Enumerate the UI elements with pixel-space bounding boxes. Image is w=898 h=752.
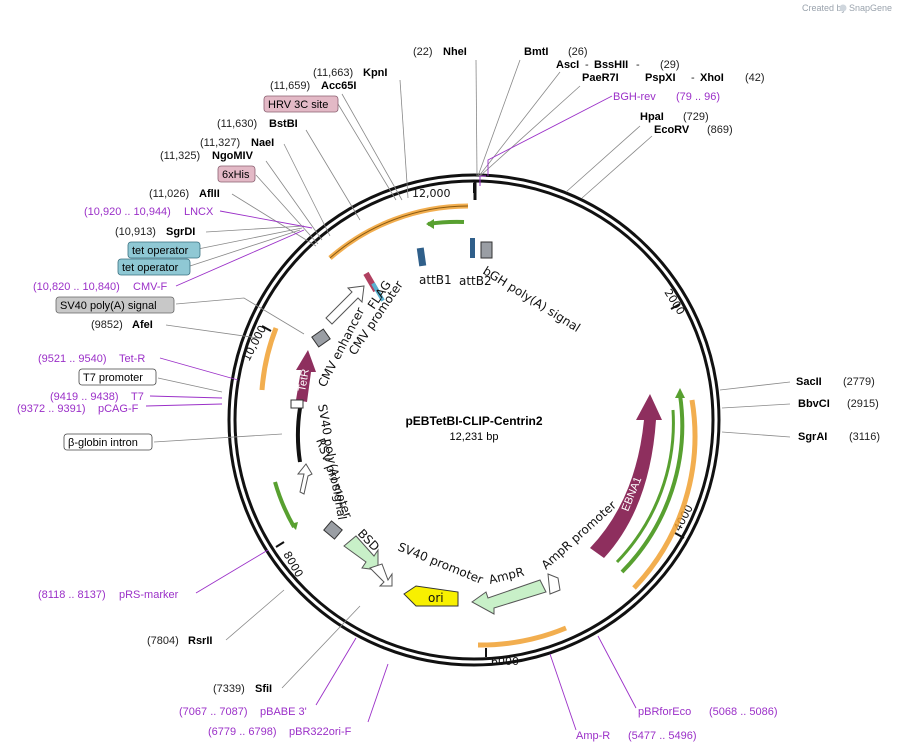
- svg-text:-: -: [585, 59, 589, 71]
- primer-range: (9372 .. 9391): [17, 403, 86, 415]
- site-pos: (11,659): [270, 80, 310, 92]
- attb1-label: attB1: [419, 273, 452, 287]
- site-name: AfeI: [132, 319, 153, 331]
- snapgene-logo-icon: [839, 4, 847, 12]
- t7-promoter-label: T7 promoter: [83, 372, 143, 384]
- site-name: AscI: [556, 59, 579, 71]
- primer-name: CMV-F: [133, 281, 168, 293]
- sv40-promoter-label: SV40 promoter: [396, 540, 485, 587]
- site-name-2: PspXI: [645, 72, 676, 84]
- sv40-polya-box-label: SV40 poly(A) signal: [60, 300, 157, 312]
- primer-name: Tet-R: [119, 353, 145, 365]
- site-pos: (26): [568, 46, 588, 58]
- site-pos: (11,325): [160, 150, 200, 162]
- site-pos: (10,913): [115, 226, 156, 238]
- primer-range: (9521 .. 9540): [38, 353, 107, 365]
- primer-range: (6779 .. 6798): [208, 726, 277, 738]
- site-pos: (9852): [91, 319, 123, 331]
- site-pos: (11,630): [217, 118, 257, 130]
- site-name: KpnI: [363, 67, 387, 79]
- primer-name: pBABE 3': [260, 706, 307, 718]
- site-pos: (3116): [849, 431, 880, 443]
- site-name: SgrDI: [166, 226, 195, 238]
- site-name: PaeR7I: [582, 72, 619, 84]
- attb2-label: attB2: [459, 274, 492, 288]
- site-separators: - - -: [585, 59, 695, 84]
- site-name: EcoRV: [654, 124, 690, 136]
- site-pos: (42): [745, 72, 765, 84]
- primer-name: pBR322ori-F: [289, 726, 352, 738]
- site-name: SfiI: [255, 683, 272, 695]
- backbone-outer: [227, 173, 721, 667]
- primer-name: Amp-R: [576, 730, 610, 742]
- primer-range: (79 .. 96): [676, 91, 720, 103]
- primer-name: BGH-rev: [613, 91, 656, 103]
- bgh-polya-label: bGH poly(A) signal: [480, 264, 582, 335]
- primer-range: (9419 .. 9438): [50, 391, 119, 403]
- site-name: SacII: [796, 376, 822, 388]
- primer-leaders: [145, 95, 637, 731]
- boxed-labels: HRV 3C site 6xHis tet operator tet opera…: [55, 95, 339, 451]
- site-pos: (22): [413, 46, 433, 58]
- site-name: NgoMIV: [212, 150, 254, 162]
- site-name: BstBI: [269, 118, 298, 130]
- svg-text:-: -: [636, 59, 640, 71]
- site-name: HpaI: [640, 111, 664, 123]
- primer-name: pBRforEco: [638, 706, 691, 718]
- brand-prefix: Created by: [802, 3, 847, 13]
- site-pos: (7339): [213, 683, 245, 695]
- site-pos: (2915): [847, 398, 879, 410]
- site-pos: (2779): [843, 376, 875, 388]
- primer-range: (5477 .. 5496): [628, 730, 697, 742]
- site-name-2: BssHII: [594, 59, 628, 71]
- tick-label-12000: 12,000: [412, 187, 451, 200]
- site-name: Acc65I: [321, 80, 356, 92]
- primer-range: (5068 .. 5086): [709, 706, 778, 718]
- ampr-label: AmpR: [487, 565, 525, 587]
- site-pos: (11,026): [149, 188, 189, 200]
- site-pos: (11,327): [200, 137, 240, 149]
- site-pos: (729): [683, 111, 709, 123]
- site-pos: (11,663): [313, 67, 353, 79]
- primer-name: T7: [131, 391, 144, 403]
- site-name: SgrAI: [798, 431, 827, 443]
- primer-name: pRS-marker: [119, 589, 179, 601]
- ori-label: ori: [428, 591, 444, 605]
- tick-label-6000: 6000: [491, 655, 519, 668]
- site-name: BbvCI: [798, 398, 830, 410]
- plasmid-length: 12,231 bp: [450, 431, 499, 443]
- site-leaders: [153, 59, 791, 689]
- 6xhis-label: 6xHis: [222, 169, 250, 181]
- primer-range: (7067 .. 7087): [179, 706, 248, 718]
- site-name: RsrII: [188, 635, 212, 647]
- tet-operator-label-2: tet operator: [122, 262, 179, 274]
- site-name: NaeI: [251, 137, 274, 149]
- site-labels: (22) NheI BmtI (26) AscI BssHII (29) Pae…: [91, 46, 880, 695]
- site-name-3: XhoI: [700, 72, 724, 84]
- tetr-inner-label: TetR: [296, 368, 312, 392]
- beta-globin-intron-label: β-globin intron: [68, 437, 138, 449]
- inner-features: TetR EBNA1: [290, 175, 662, 615]
- svg-text:-: -: [691, 72, 695, 84]
- outer-arc-features: [259, 203, 698, 648]
- plasmid-name: pEBTetBI-CLIP-Centrin2: [405, 414, 542, 428]
- site-pos: (869): [707, 124, 733, 136]
- tet-operator-label-1: tet operator: [132, 245, 189, 257]
- brand-name: SnapGene: [849, 3, 892, 13]
- site-pos: (7804): [147, 635, 179, 647]
- hrv3c-site-label: HRV 3C site: [268, 99, 328, 111]
- site-name: NheI: [443, 46, 467, 58]
- site-pos: (29): [660, 59, 680, 71]
- primer-range: (10,820 .. 10,840): [33, 281, 120, 293]
- primer-labels: BGH-rev (79 .. 96) (10,920 .. 10,944) LN…: [17, 91, 778, 742]
- primer-name: pCAG-F: [98, 403, 139, 415]
- site-name: AflII: [199, 188, 220, 200]
- primer-range: (8118 .. 8137): [38, 589, 106, 601]
- primer-name: LNCX: [184, 206, 214, 218]
- site-name: BmtI: [524, 46, 548, 58]
- primer-range: (10,920 .. 10,944): [84, 206, 171, 218]
